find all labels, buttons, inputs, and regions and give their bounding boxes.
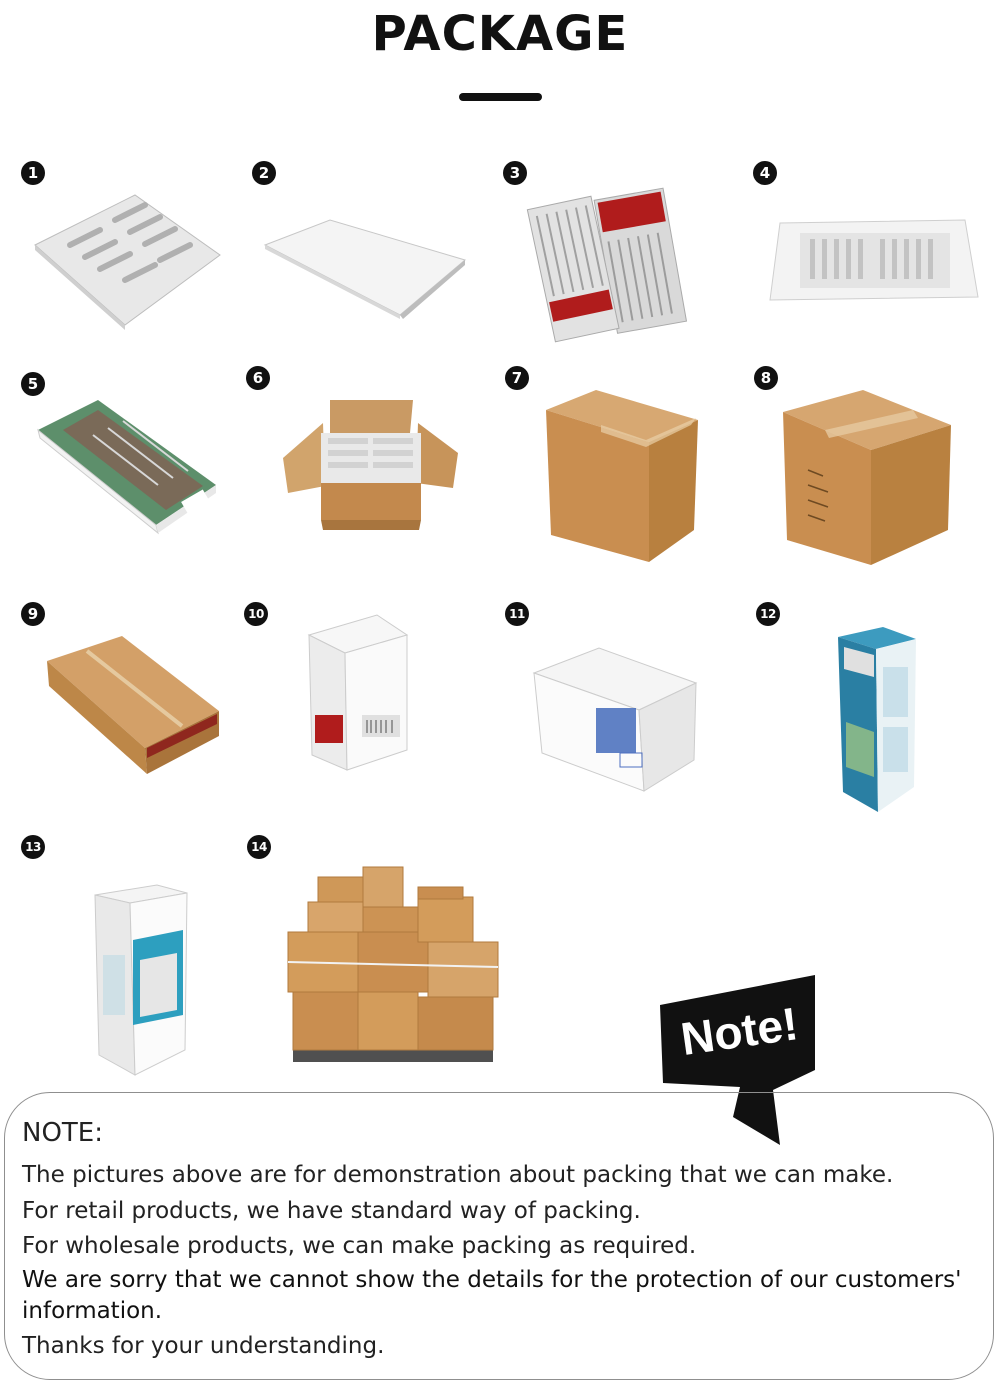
tall-white-box-image [94,884,188,1076]
note-line: For wholesale products, we can make pack… [22,1233,697,1259]
item-number-5: 5 [21,372,45,396]
note-line: For retail products, we have standard wa… [22,1198,641,1224]
open-carton-image [283,400,458,530]
vent-plain-image [34,194,221,330]
item-number-3: 3 [503,161,527,185]
note-badge: Note! [660,975,815,1145]
title-underline [459,93,542,101]
item-number-10: 10 [244,602,268,626]
item-number-6: 6 [246,366,270,390]
page-title: PACKAGE [371,6,629,62]
item-number-14: 14 [247,835,271,859]
bubble-wrap-image [769,219,979,301]
printed-carton-image [783,390,951,565]
note-heading: NOTE: [22,1118,103,1148]
item-number-11: 11 [505,602,529,626]
note-line: information. [22,1298,163,1324]
item-number-2: 2 [252,161,276,185]
pallet-stack-image [287,866,499,1062]
flat-carton-image [47,636,219,774]
note-line: Thanks for your understanding. [22,1333,385,1359]
header-card-bags-image [526,187,688,343]
white-box-tall-image [307,614,409,771]
note-line: We are sorry that we cannot show the det… [22,1267,962,1293]
note-panel [4,1092,994,1380]
paper-sleeve-image [263,219,467,319]
carton-image [546,390,698,562]
item-number-4: 4 [753,161,777,185]
item-number-13: 13 [21,835,45,859]
item-number-1: 1 [21,161,45,185]
color-box-image [37,400,216,535]
note-line: The pictures above are for demonstration… [22,1162,894,1188]
item-number-7: 7 [505,366,529,390]
item-number-12: 12 [756,602,780,626]
tall-color-box-image [838,627,916,812]
item-number-8: 8 [754,366,778,390]
item-number-9: 9 [21,602,45,626]
white-box-wide-image [532,647,698,792]
